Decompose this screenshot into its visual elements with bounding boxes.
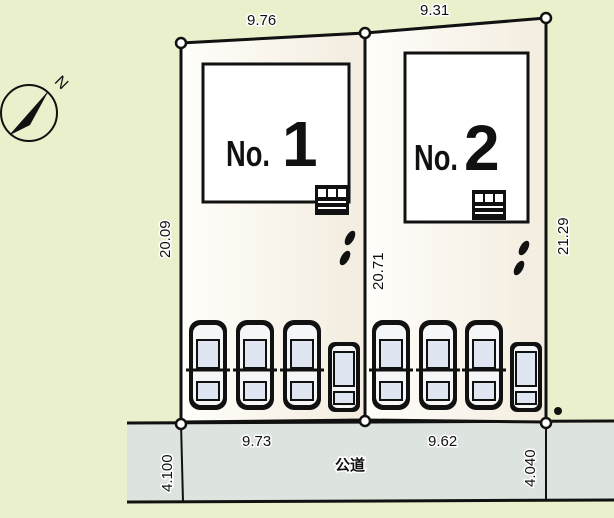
lot-1-frontage: 9.73 (242, 433, 271, 450)
shared-boundary-depth: 20.71 (370, 252, 387, 290)
lot-2-depth: 21.29 (555, 217, 572, 255)
road-width-left: 4.100 (159, 454, 176, 492)
lot-2-frontage: 9.62 (428, 433, 457, 450)
tree-icon (339, 230, 530, 276)
stairs-icon (472, 190, 506, 220)
compass-north-label: N (51, 73, 71, 93)
lot-2-number: 2 (464, 112, 500, 184)
building-1 (201, 62, 351, 204)
lot-1-top-width: 9.76 (247, 12, 276, 29)
lot-2-prefix: No. (414, 137, 458, 178)
road-label: 公道 (335, 456, 365, 474)
lot-1-number: 1 (282, 108, 318, 180)
public-road (126, 419, 614, 504)
stairs-icon (315, 185, 349, 215)
lot-1-depth: 20.09 (157, 220, 174, 258)
building-2 (403, 51, 530, 224)
compass-icon: N (0, 73, 71, 142)
road-width-right: 4.040 (522, 449, 539, 487)
lot-2-top-width: 9.31 (420, 2, 449, 19)
lot-1-prefix: No. (226, 133, 270, 174)
boundary-markers (174, 11, 553, 431)
